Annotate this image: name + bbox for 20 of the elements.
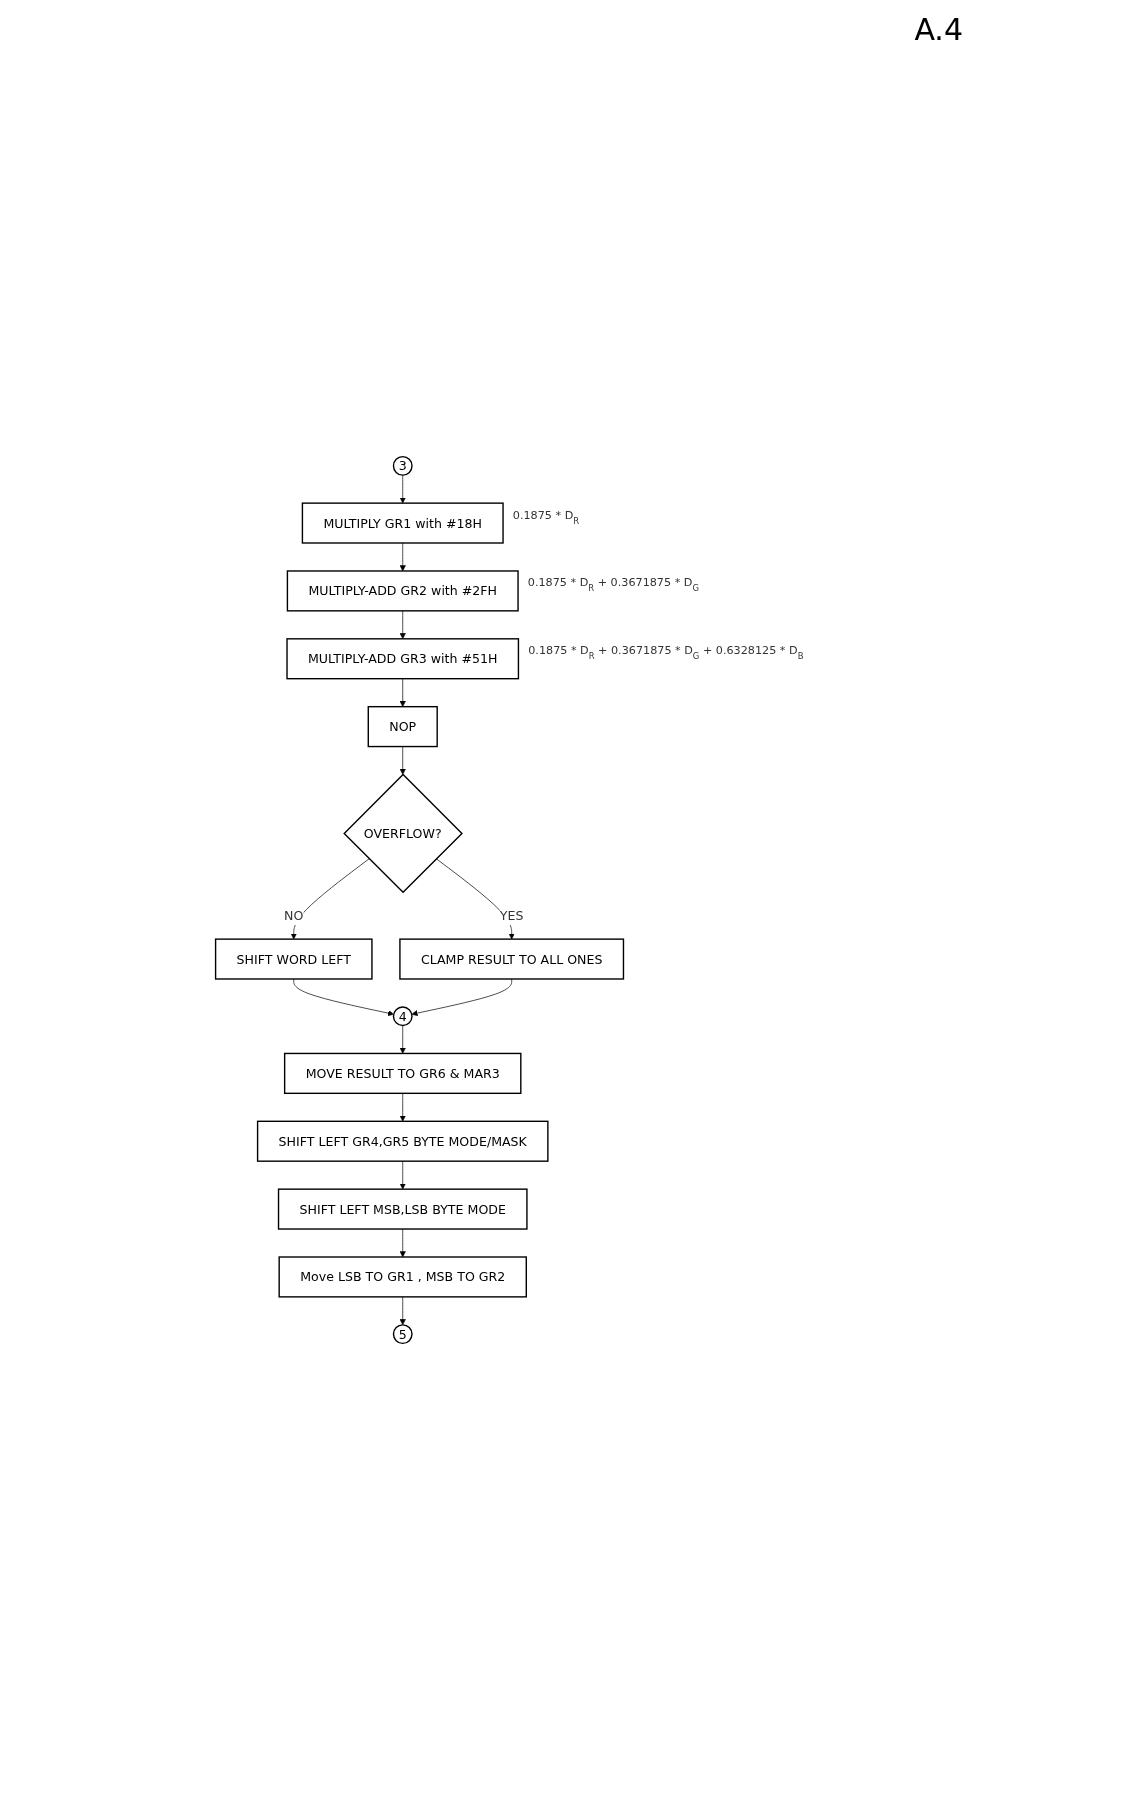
node-box: SHIFT WORD LEFT: [215, 938, 374, 980]
edge-label: NO: [284, 908, 304, 924]
page-number: A.4: [914, 12, 963, 47]
node-box: Move LSB TO GR1 , MSB TO GR2: [278, 1256, 528, 1298]
formula-note: 0.1875 * D$_{R}$: [513, 508, 580, 526]
node-circle: 5: [393, 1324, 414, 1345]
node-box: SHIFT LEFT MSB,LSB BYTE MODE: [278, 1188, 529, 1230]
node-circle: 3: [393, 455, 414, 476]
edge-label: YES: [500, 908, 524, 924]
node-box: MULTIPLY-ADD GR2 with #2FH: [287, 570, 520, 612]
formula-note: 0.1875 * D$_{R}$ + 0.3671875 * D$_{G}$ + 0.6328125 * D$_{B}$: [528, 644, 804, 662]
node-box: MOVE RESULT TO GR6 & MAR3: [284, 1052, 522, 1094]
node-box: NOP: [368, 705, 439, 748]
node-box: MULTIPLY-ADD GR3 with #51H: [286, 638, 520, 680]
node-box: MULTIPLY GR1 with #18H: [302, 502, 505, 544]
node-circle: 4: [393, 1006, 414, 1027]
node-box: CLAMP RESULT TO ALL ONES: [399, 938, 625, 980]
node-box: SHIFT LEFT GR4,GR5 BYTE MODE/MASK: [257, 1120, 549, 1162]
node-diamond: OVERFLOW?: [343, 773, 464, 894]
formula-note: 0.1875 * D$_{R}$ + 0.3671875 * D$_{G}$: [528, 576, 700, 594]
